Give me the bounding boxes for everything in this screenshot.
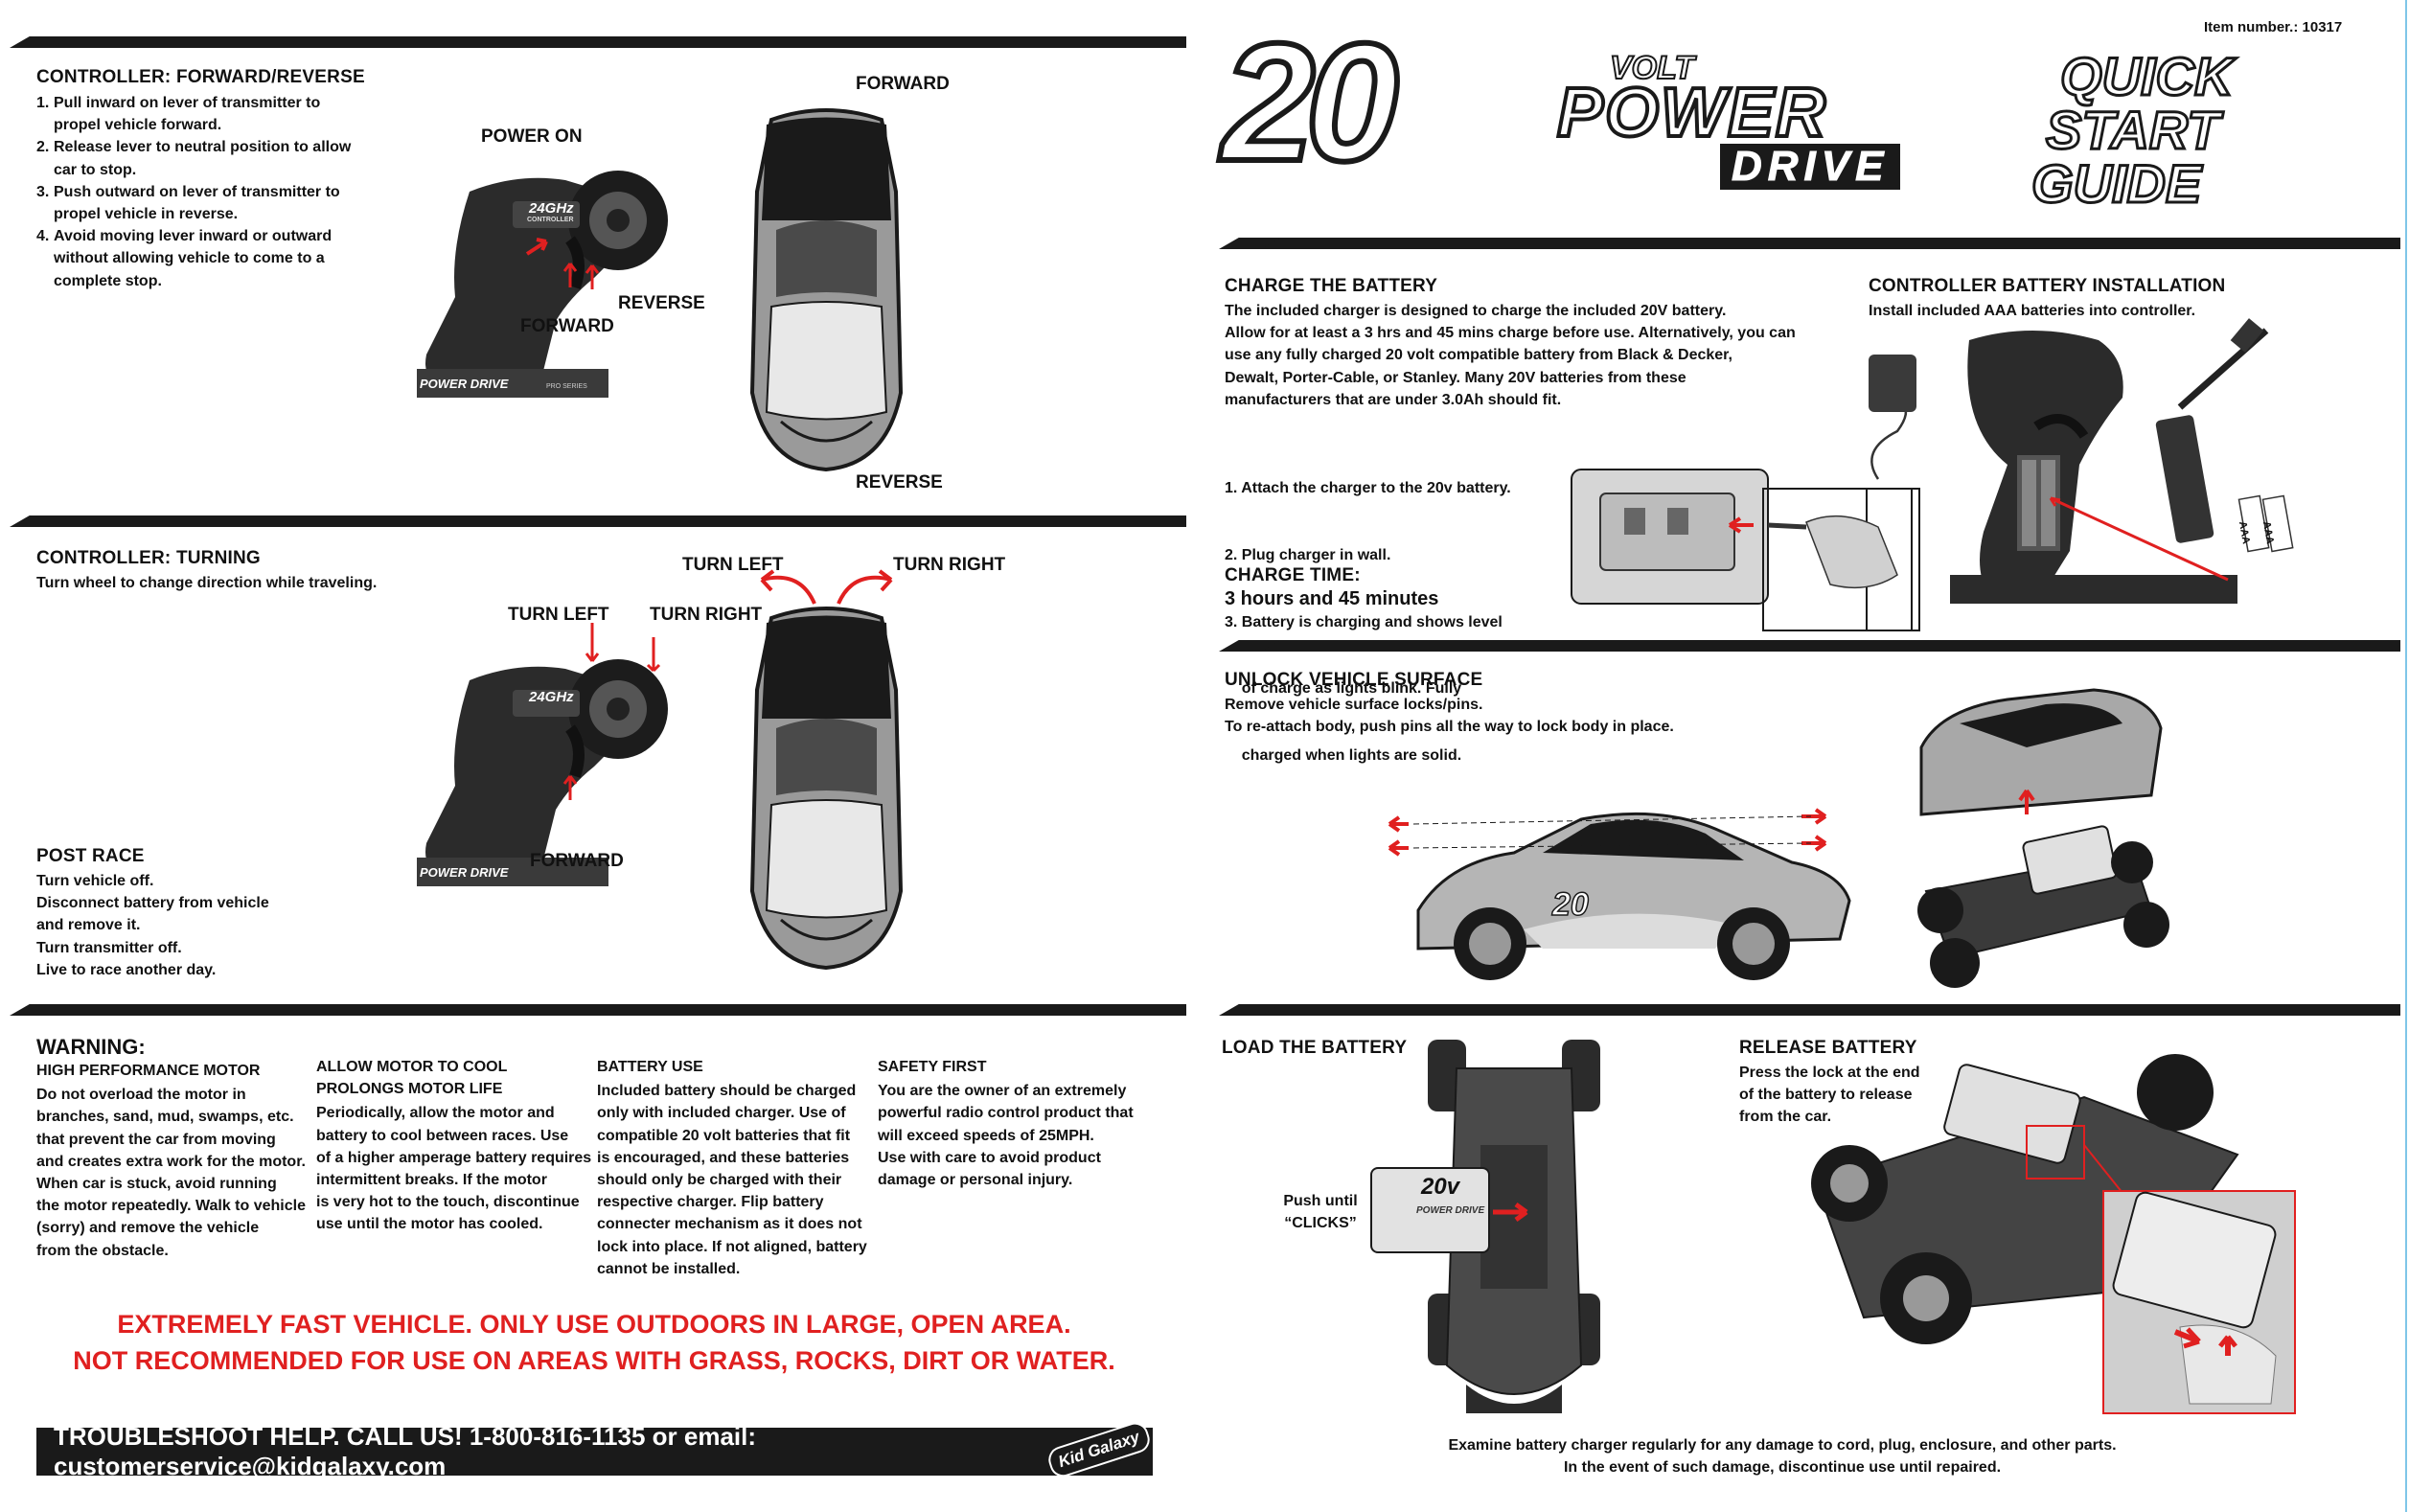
troubleshoot-text: TROUBLESHOOT HELP. CALL US! 1-800-816-11… [54, 1422, 757, 1480]
controller-logo-sub: CONTROLLER [527, 217, 574, 223]
controller-battery-title: CONTROLLER BATTERY INSTALLATION [1869, 276, 2226, 296]
label-turn-right: TURN RIGHT [650, 605, 763, 625]
section-bar-forward-reverse [46, 36, 1186, 48]
quick-start-guide-logo: QUICK START GUIDE [2030, 46, 2235, 214]
label-car-turn-left: TURN LEFT [682, 555, 784, 575]
troubleshoot-footer: TROUBLESHOOT HELP. CALL US! 1-800-816-11… [36, 1422, 1153, 1480]
warning-column-safety: SAFETY FIRST You are the owner of an ext… [878, 1059, 1134, 1188]
section-bar-charge [1255, 238, 2400, 249]
examine-text: Examine battery charger regularly for an… [1448, 1437, 2117, 1477]
brand-drive: DRIVE [1720, 143, 1901, 190]
controller-logo: 24GHz [529, 200, 574, 217]
warning-red-line-1: EXTREMELY FAST VEHICLE. ONLY USE OUTDOOR… [117, 1310, 1071, 1339]
charge-text: The included charger is designed to char… [1225, 303, 1796, 408]
push-until-text: Push until “CLICKS” [1283, 1193, 1358, 1232]
release-battery-illustration [1811, 1054, 2296, 1414]
controller-brand-mark-2: POWER DRIVE [420, 865, 509, 880]
battery-pack [1370, 1167, 1490, 1253]
load-title: LOAD THE BATTERY [1222, 1038, 1408, 1058]
label-forward-turning: FORWARD [530, 851, 624, 871]
warning-column-cool: ALLOW MOTOR TO COOL PROLONGS MOTOR LIFE … [316, 1059, 592, 1233]
controller-brand-mark: POWER DRIVE [420, 377, 509, 391]
charge-time-value: 3 hours and 45 minutes [1225, 588, 1439, 609]
car-exploded-view [1917, 688, 2169, 988]
charger-illustration [1571, 355, 1920, 631]
unlock-text: Remove vehicle surface locks/pins. To re… [1225, 697, 1674, 736]
section-bar-unlock [1255, 640, 2400, 652]
unlock-title: UNLOCK VEHICLE SURFACE [1225, 670, 1483, 690]
page-edge-line [2405, 0, 2407, 1512]
release-title: RELEASE BATTERY [1739, 1038, 1917, 1058]
release-text: Press the lock at the end of the battery… [1739, 1065, 1920, 1126]
section-bar-warning [46, 1004, 1186, 1016]
controller-battery-text: Install included AAA batteries into cont… [1869, 303, 2196, 319]
label-car-reverse: REVERSE [856, 472, 943, 493]
forward-reverse-title: CONTROLLER: FORWARD/REVERSE [36, 67, 365, 87]
charge-time-title: CHARGE TIME: [1225, 565, 1361, 585]
label-power-on: POWER ON [481, 126, 583, 147]
list-item: 4.Avoid moving lever inward or outward w… [36, 228, 333, 289]
car-top-view-forward-reverse [749, 108, 904, 472]
car-side-badge: 20 [1551, 885, 1589, 924]
label-car-turn-right: TURN RIGHT [893, 555, 1006, 575]
charge-title: CHARGE THE BATTERY [1225, 276, 1438, 296]
warning-title: WARNING: [36, 1035, 146, 1059]
section-bar-load [1255, 1004, 2400, 1016]
turning-title: CONTROLLER: TURNING [36, 548, 261, 568]
controller-logo-2: 24GHz [529, 689, 574, 705]
item-number: Item number.: 10317 [2204, 19, 2343, 35]
turning-text: Turn wheel to change direction while tra… [36, 575, 378, 591]
warning-column-motor: HIGH PERFORMANCE MOTOR Do not overload t… [36, 1063, 306, 1259]
car-top-view-turning [749, 569, 904, 971]
push-arrow-icon [1493, 1202, 1528, 1223]
brand-volt: VOLT [1609, 49, 1695, 87]
car-side-view [1388, 808, 1851, 980]
post-race-text: Turn vehicle off. Disconnect battery fro… [36, 873, 269, 978]
chassis-top-view [1428, 1040, 1600, 1413]
list-item: 2.Release lever to neutral position to a… [36, 139, 352, 178]
list-item: 1.Pull inward on lever of transmitter to… [36, 95, 321, 134]
label-turn-left: TURN LEFT [508, 605, 609, 625]
brand-logo: 20 VOLT POWER DRIVE [1219, 16, 1969, 201]
battery-pack-label: 20v [1421, 1174, 1460, 1200]
post-race-title: POST RACE [36, 846, 145, 866]
list-item: 3.Push outward on lever of transmitter t… [36, 183, 340, 222]
label-forward: FORWARD [520, 316, 614, 336]
battery-pack-brand: POWER DRIVE [1416, 1205, 1485, 1216]
brand-power: POWER [1555, 75, 1828, 151]
label-reverse: REVERSE [618, 293, 705, 313]
label-car-forward: FORWARD [856, 74, 950, 94]
section-bar-turning [46, 515, 1186, 527]
charge-steps: 1. Attach the charger to the 20v battery… [1225, 480, 1511, 764]
controller-illustration-turning [417, 623, 668, 886]
brand-number: 20 [1219, 10, 1402, 196]
forward-reverse-steps: 1.Pull inward on lever of transmitter to… [36, 92, 362, 292]
controller-illustration-forward-reverse [417, 171, 668, 398]
controller-battery-illustration [1950, 318, 2294, 604]
warning-column-battery: BATTERY USE Included battery should be c… [597, 1059, 867, 1277]
controller-series-mark: PRO SERIES [546, 383, 587, 390]
warning-red-line-2: NOT RECOMMENDED FOR USE ON AREAS WITH GR… [73, 1346, 1115, 1375]
